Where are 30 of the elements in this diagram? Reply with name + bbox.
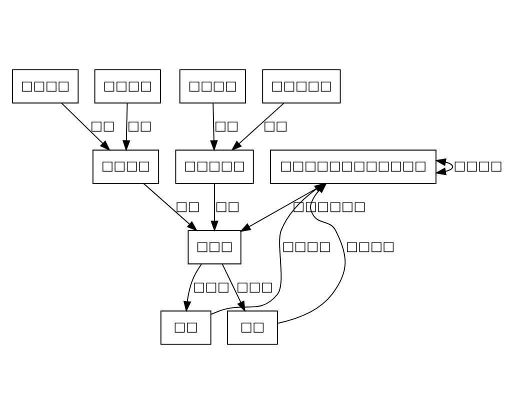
node-box: □□□□ [179, 69, 246, 104]
edge-label: □□ [215, 199, 240, 214]
node-box: □□□□ [92, 150, 160, 184]
arrow [434, 158, 454, 176]
edge-label: □□□ [192, 280, 230, 295]
node-box: □□ [227, 310, 278, 345]
node-box: □□□ [188, 230, 242, 264]
arrow [210, 183, 218, 232]
arrow [122, 102, 130, 152]
edge-label: □□ [176, 199, 200, 214]
edge-label: □□□ [236, 280, 274, 295]
edge-label: □□□□ [346, 240, 395, 255]
edge-label: □□ [90, 118, 115, 134]
arrow [183, 264, 202, 312]
edge-label: □□ [214, 118, 239, 134]
node-box: □□□□□□□□□□□□ [270, 150, 436, 184]
node-box: □□□□ [12, 69, 79, 104]
node-box: □□ [160, 310, 212, 345]
node-box: □□□□□ [262, 69, 341, 104]
arrow [61, 102, 111, 151]
node-box: □□□□ [94, 69, 161, 104]
node-box: □□□□□ [175, 150, 254, 184]
arrow [143, 183, 198, 232]
edge-label: □□□□ [454, 159, 503, 174]
edge-label: □□□□ [282, 240, 331, 255]
arrow [222, 263, 246, 312]
arrow [231, 102, 284, 151]
arrow [210, 102, 218, 152]
edge-label: □□ [127, 118, 152, 134]
edge-label: □□ [263, 118, 288, 134]
